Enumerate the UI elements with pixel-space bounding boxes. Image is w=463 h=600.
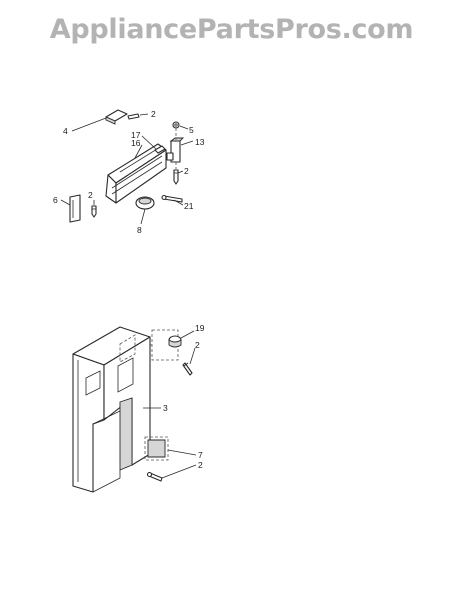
callout-2-lower: 2 [195,340,200,350]
part-6-side-panel [69,194,81,223]
part-5-ring [172,121,180,129]
part-2-screw-lower [182,362,193,376]
part-3-frame [72,326,151,493]
callout-6: 6 [53,195,58,205]
part-2-screw-hinge [173,162,179,185]
callout-2-top: 2 [151,109,156,119]
part-8-knob [135,196,155,210]
dashed-mount-box [150,329,179,361]
callout-3: 3 [163,403,168,413]
part-21-pin [161,194,183,203]
callout-17: 17 [131,130,141,140]
callout-2-bottom: 2 [198,460,203,470]
callout-7: 7 [198,450,203,460]
part-4-bracket [105,109,128,125]
callout-21: 21 [184,201,194,211]
upper-leaders [60,113,194,225]
callout-8: 8 [137,225,142,235]
part-2-screw-bottom [146,471,163,482]
callout-19: 19 [195,323,205,333]
watermark: AppliancePartsPros.com [49,14,414,45]
part-2-screw-left [91,205,97,218]
callout-16: 16 [131,138,141,148]
part-16-rail [105,143,167,204]
callout-2-hinge: 2 [184,166,189,176]
callout-2-left: 2 [88,190,93,200]
callout-4: 4 [63,126,68,136]
callout-5: 5 [189,125,194,135]
callout-13: 13 [195,137,205,147]
part-17-clip [154,145,166,154]
part-13-hinge-bracket [166,128,185,163]
lower-assembly: 19 2 3 7 2 [72,323,205,493]
lower-leaders [143,330,197,479]
part-7-plate [144,436,169,461]
part-2-screw-top [127,113,140,120]
part-19-button [168,335,182,348]
upper-assembly: 4 2 17 16 5 13 2 6 2 21 8 [53,109,205,235]
